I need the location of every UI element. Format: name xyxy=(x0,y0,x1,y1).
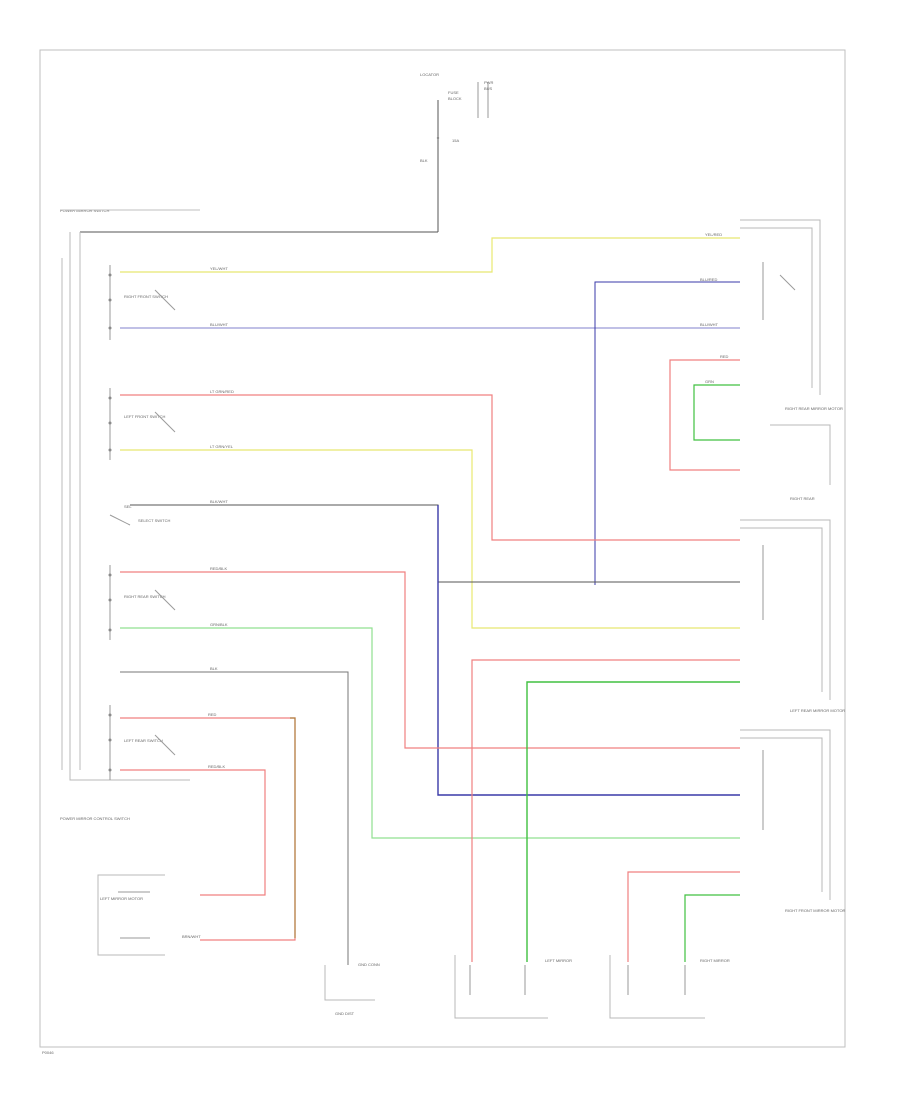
left-mirror-motor-bottom: LEFT MIRROR xyxy=(454,955,572,1019)
wire-red-3 xyxy=(120,571,740,749)
svg-text:RIGHT REAR: RIGHT REAR xyxy=(790,496,815,501)
svg-text:SELECT SWITCH: SELECT SWITCH xyxy=(138,518,170,523)
mirror-motor-right-rear: RIGHT REAR MIRROR MOTOR xyxy=(740,219,843,411)
svg-text:RIGHT FRONT MIRROR MOTOR: RIGHT FRONT MIRROR MOTOR xyxy=(785,908,846,913)
wire-red-lr xyxy=(471,659,740,962)
svg-text:BLK: BLK xyxy=(210,666,218,671)
svg-text:YEL/WHT: YEL/WHT xyxy=(210,266,228,271)
svg-text:LEFT FRONT SWITCH: LEFT FRONT SWITCH xyxy=(124,414,166,419)
switch-left-rear[interactable]: LEFT REAR SWITCH xyxy=(109,705,176,780)
switch-right-rear[interactable]: RIGHT REAR SWITCH xyxy=(109,565,176,640)
svg-text:GRN/BLK: GRN/BLK xyxy=(210,622,228,627)
wire-blue-dark-1 xyxy=(594,281,740,585)
wire-yellow-2 xyxy=(120,449,740,629)
svg-text:LEFT REAR SWITCH: LEFT REAR SWITCH xyxy=(124,738,163,743)
mirror-motor-right-front: RIGHT FRONT MIRROR MOTOR xyxy=(740,729,846,913)
svg-text:LT GRN/YEL: LT GRN/YEL xyxy=(210,444,234,449)
svg-text:BLK: BLK xyxy=(420,158,428,163)
diagram-footer: P0046 xyxy=(42,1050,54,1055)
fuse-block-title: LOCATOR xyxy=(420,72,439,77)
wire-ground xyxy=(120,671,349,965)
svg-text:RED: RED xyxy=(720,354,729,359)
wire-blue-dark-2 xyxy=(437,505,740,796)
svg-text:15A: 15A xyxy=(452,138,459,143)
svg-text:BLOCK: BLOCK xyxy=(448,96,462,101)
wire-yellow-1 xyxy=(120,237,740,273)
wire-green-rf xyxy=(684,894,740,962)
svg-text:YEL/RED: YEL/RED xyxy=(705,232,722,237)
wire-green-rr xyxy=(693,384,740,441)
wire-red-left-2 xyxy=(120,769,266,896)
svg-text:GND CONN: GND CONN xyxy=(358,962,380,967)
fuse-block: LOCATOR FUSE BLOCK PWR BUS 15A BLK xyxy=(420,72,493,232)
svg-text:BLU/RED: BLU/RED xyxy=(700,277,717,282)
svg-text:BLU/WHT: BLU/WHT xyxy=(700,322,719,327)
svg-text:LT GRN/RED: LT GRN/RED xyxy=(210,389,234,394)
power-mirror-switch: POWER MIRROR SWITCH RIGHT FRONT SWITCH L… xyxy=(60,208,438,821)
svg-text:LEFT MIRROR MOTOR: LEFT MIRROR MOTOR xyxy=(100,896,143,901)
wire-green-lr xyxy=(526,681,740,962)
svg-text:RED: RED xyxy=(208,712,217,717)
diagram-frame xyxy=(39,49,846,1048)
svg-text:SEL: SEL xyxy=(124,504,132,509)
svg-text:PWR: PWR xyxy=(484,80,493,85)
left-mirror-motor: LEFT MIRROR MOTOR xyxy=(97,874,165,956)
mirror-motor-left-rear: LEFT REAR MIRROR MOTOR xyxy=(740,519,845,713)
svg-text:GRN: GRN xyxy=(705,379,714,384)
svg-text:BLU/WHT: BLU/WHT xyxy=(210,322,229,327)
wire-red-left xyxy=(120,717,296,941)
wire-red-2 xyxy=(120,394,740,541)
mirror-motor-right-rear-aux: RIGHT REAR xyxy=(770,424,831,501)
switch-right-front[interactable]: RIGHT FRONT SWITCH xyxy=(109,265,176,340)
ground-connector: GND CONN GND DIST xyxy=(324,962,380,1016)
svg-text:LEFT REAR MIRROR MOTOR: LEFT REAR MIRROR MOTOR xyxy=(790,708,845,713)
svg-text:LEFT MIRROR: LEFT MIRROR xyxy=(545,958,572,963)
select-switch[interactable]: SEL SELECT SWITCH xyxy=(109,504,170,526)
control-switch-label: POWER MIRROR CONTROL SWITCH xyxy=(60,816,130,821)
svg-text:GND DIST: GND DIST xyxy=(335,1011,355,1016)
wire-red-rf xyxy=(627,871,740,962)
svg-text:RIGHT FRONT SWITCH: RIGHT FRONT SWITCH xyxy=(124,294,168,299)
svg-text:RIGHT REAR SWITCH: RIGHT REAR SWITCH xyxy=(124,594,166,599)
svg-text:BLK/WHT: BLK/WHT xyxy=(210,499,228,504)
svg-text:RIGHT MIRROR: RIGHT MIRROR xyxy=(700,958,730,963)
wire-red-rr xyxy=(669,359,740,471)
svg-text:RIGHT REAR MIRROR MOTOR: RIGHT REAR MIRROR MOTOR xyxy=(785,406,843,411)
svg-text:RED/BLK: RED/BLK xyxy=(210,566,227,571)
switch-left-front[interactable]: LEFT FRONT SWITCH xyxy=(109,388,176,460)
wire-green-3 xyxy=(120,627,740,839)
svg-text:BRN/WHT: BRN/WHT xyxy=(182,934,201,939)
right-mirror-motor-bottom: RIGHT MIRROR xyxy=(609,955,730,1019)
wire-brown-left xyxy=(290,717,296,938)
svg-text:RED/BLK: RED/BLK xyxy=(208,764,225,769)
svg-text:FUSE: FUSE xyxy=(448,90,459,95)
